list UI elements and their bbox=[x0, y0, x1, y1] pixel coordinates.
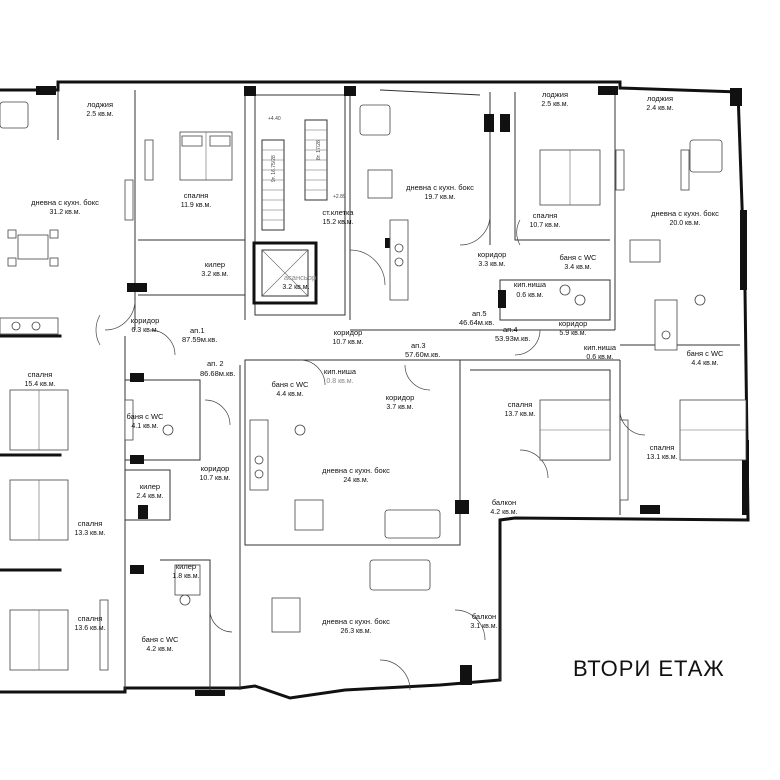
room-name: дневна с кухн. бокс bbox=[322, 466, 390, 475]
room-name: килер bbox=[176, 562, 196, 571]
fixtures bbox=[0, 219, 706, 606]
room-name: коридор bbox=[334, 328, 363, 337]
apartment-area: 86.68м.кв. bbox=[200, 369, 235, 378]
staircase bbox=[252, 119, 328, 305]
room-labels: лоджия 2.5 кв.м. дневна с кухн. бокс 31.… bbox=[24, 90, 724, 653]
room-name: ст.клетка bbox=[322, 208, 354, 217]
sofas bbox=[0, 101, 723, 591]
room-area: 10.7 кв.м. bbox=[199, 475, 230, 482]
room-name: коридор bbox=[201, 464, 230, 473]
apartment-name: ап.1 bbox=[190, 326, 205, 335]
room-name: 4.2 кв.м. bbox=[490, 509, 517, 516]
room-name: дневна с кухн. бокс bbox=[31, 198, 99, 207]
room-area: 15.4 кв.м. bbox=[24, 381, 55, 388]
room-area: 0.6 кв.м. bbox=[516, 292, 543, 299]
room-area: 1.8 кв.м. bbox=[172, 573, 199, 580]
room-area: 3.4 кв.м. bbox=[564, 264, 591, 271]
apartment-name: ап. 2 bbox=[207, 359, 224, 368]
room-area: 4.4 кв.м. bbox=[276, 391, 303, 398]
room-name: баня с WC bbox=[560, 253, 597, 262]
room-name: баня с WC bbox=[127, 412, 164, 421]
room-area: 10.7 кв.м. bbox=[529, 222, 560, 229]
room-area: 10.7 кв.м. bbox=[332, 339, 363, 346]
room-name: кип.ниша bbox=[324, 367, 357, 376]
tables bbox=[7, 169, 661, 633]
room-name: кип.ниша bbox=[584, 343, 617, 352]
doors bbox=[95, 214, 646, 691]
room-name: баня с WC bbox=[687, 349, 724, 358]
room-name: асансьор bbox=[284, 273, 316, 282]
apartment-name: ап.3 bbox=[411, 341, 426, 350]
room-area: 3.7 кв.м. bbox=[386, 404, 413, 411]
apartment-area: 57.60м.кв. bbox=[405, 350, 440, 359]
room-area: 3.2 кв.м. bbox=[201, 271, 228, 278]
room-area: 2.4 кв.м. bbox=[136, 493, 163, 500]
apartment-area: 53.93м.кв. bbox=[495, 334, 530, 343]
room-name: балкон bbox=[492, 498, 516, 507]
room-name: баня с WC bbox=[272, 380, 309, 389]
room-area: 4.2 кв.м. bbox=[146, 646, 173, 653]
room-name: дневна с кухн. бокс bbox=[406, 183, 474, 192]
room-area: 3.2 кв.м. bbox=[282, 284, 309, 291]
room-name: дневна с кухн. бокс bbox=[322, 617, 390, 626]
room-name: дневна с кухн. бокс bbox=[651, 209, 719, 218]
room-name: спалня bbox=[508, 400, 533, 409]
room-area: 20.0 кв.м. bbox=[669, 220, 700, 227]
room-name: коридор bbox=[131, 316, 160, 325]
apartment-name: ап.5 bbox=[472, 309, 487, 318]
room-name: кип.ниша bbox=[514, 280, 547, 289]
stair-label: 8т. 17/28 bbox=[316, 140, 322, 160]
room-name: спалня bbox=[533, 211, 558, 220]
room-area: 13.7 кв.м. bbox=[504, 411, 535, 418]
room-area: 6.3 кв.м. bbox=[131, 327, 158, 334]
apartment-area: 87.59м.кв. bbox=[182, 335, 217, 344]
room-area: 2.5 кв.м. bbox=[541, 101, 568, 108]
room-area: 11.9 кв.м. bbox=[181, 202, 212, 209]
room-name: килер bbox=[140, 482, 160, 491]
room-name: спалня bbox=[28, 370, 53, 379]
apartment-area: 46.64м.кв. bbox=[459, 318, 494, 327]
room-area: 3.1 кв.м. bbox=[470, 623, 497, 630]
stair-label: 9т. 16.75/28 bbox=[271, 155, 277, 182]
room-area: 13.3 кв.м. bbox=[74, 530, 105, 537]
room-area: 19.7 кв.м. bbox=[424, 194, 455, 201]
room-name: коридор bbox=[478, 250, 507, 259]
apartment-labels: ап.1 87.59м.кв. ап. 2 86.68м.кв. ап.3 57… bbox=[182, 309, 530, 378]
room-area: 0.8 кв.м. bbox=[326, 378, 353, 385]
room-area: 2.5 кв.м. bbox=[86, 111, 113, 118]
level-mark: +2.89 bbox=[333, 194, 346, 200]
room-name: спалня bbox=[78, 614, 103, 623]
room-area: 3.3 кв.м. bbox=[478, 261, 505, 268]
room-name: спалня bbox=[184, 191, 209, 200]
room-area: 24 кв.м. bbox=[343, 477, 368, 484]
floor-title: ВТОРИ ЕТАЖ bbox=[573, 656, 725, 681]
apartment-name: ап.4 bbox=[503, 325, 518, 334]
room-name: коридор bbox=[559, 319, 588, 328]
room-name: килер bbox=[205, 260, 225, 269]
columns bbox=[36, 86, 749, 696]
room-area: 31.2 кв.м. bbox=[49, 209, 80, 216]
level-mark: +4.40 bbox=[268, 116, 281, 122]
room-area: 15.2 кв.м. bbox=[322, 219, 353, 226]
room-name: баня с WC bbox=[142, 635, 179, 644]
room-area: 13.1 кв.м. bbox=[646, 454, 677, 461]
room-name: спалня bbox=[78, 519, 103, 528]
room-area: 2.4 кв.м. bbox=[646, 105, 673, 112]
room-name: лоджия bbox=[87, 100, 113, 109]
room-area: 0.6 кв.м. bbox=[586, 354, 613, 361]
beds bbox=[9, 131, 747, 671]
room-area: 4.4 кв.м. bbox=[691, 360, 718, 367]
room-area: 13.6 кв.м. bbox=[74, 625, 105, 632]
room-name: спалня bbox=[650, 443, 675, 452]
room-name: балкон bbox=[472, 612, 496, 621]
room-name: лоджия bbox=[647, 94, 673, 103]
room-area: 4.1 кв.м. bbox=[131, 423, 158, 430]
room-area: 5.9 кв.м. bbox=[559, 330, 586, 337]
level-marks: +4.40 +2.89 9т. 16.75/28 8т. 17/28 bbox=[268, 116, 346, 200]
room-area: 26.3 кв.м. bbox=[340, 628, 371, 635]
room-name: лоджия bbox=[542, 90, 568, 99]
windows bbox=[99, 139, 690, 671]
room-name: коридор bbox=[386, 393, 415, 402]
